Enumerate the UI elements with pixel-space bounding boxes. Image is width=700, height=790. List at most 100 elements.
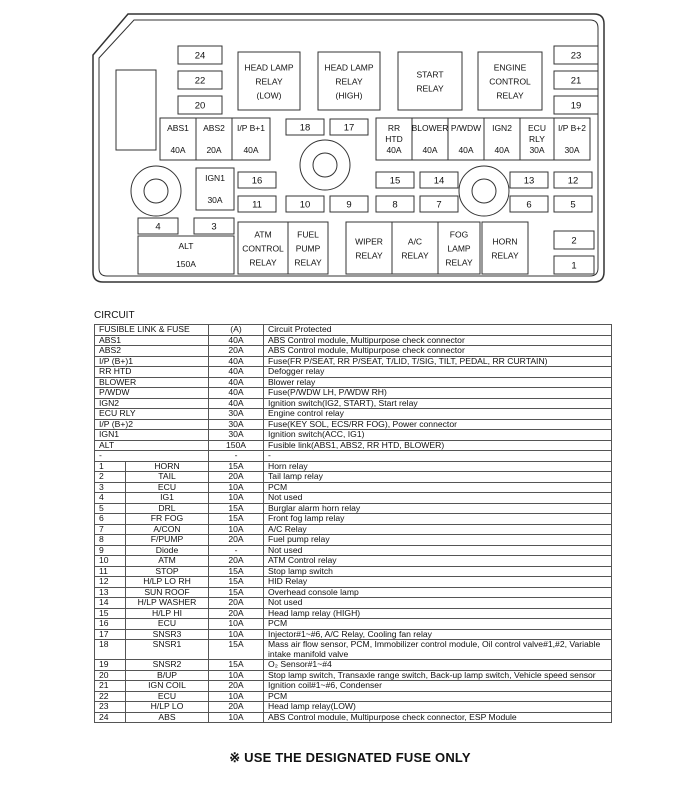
fuse-slot: 16: [237, 171, 277, 189]
circuit-cell: Stop lamp switch: [263, 565, 612, 577]
amp-cell: 15A: [208, 586, 264, 598]
fuse-number: 12: [568, 176, 579, 187]
fuse-number-cell: 12: [94, 576, 126, 588]
circuit-cell: Ignition switch(IG2, START), Start relay: [263, 397, 612, 409]
fuse-name-cell: SNSR3: [125, 628, 209, 640]
link-amp: 40A: [458, 145, 473, 155]
circuit-cell: Tail lamp relay: [263, 471, 612, 483]
relay-label: RELAY: [491, 251, 519, 261]
circuit-cell: Mass air flow sensor, PCM, Immobilizer c…: [263, 639, 612, 660]
link-amp: 20A: [206, 145, 221, 155]
fuse-slot: 2: [553, 230, 595, 250]
circuit-cell: Stop lamp switch, Transaxle range switch…: [263, 669, 612, 681]
circuit-cell: Ignition coil#1~#6, Condenser: [263, 680, 612, 692]
relay-label: (HIGH): [336, 91, 363, 101]
relay-label: RELAY: [401, 251, 429, 261]
fuse-name-cell: IGN COIL: [125, 680, 209, 692]
fuse-slot: 1: [553, 255, 595, 275]
circuit-cell: -: [263, 450, 612, 462]
fuse-number: 8: [392, 200, 397, 211]
amp-cell: 40A: [208, 376, 264, 388]
table-header-row: FUSIBLE LINK & FUSE (A) Circuit Protecte…: [94, 324, 612, 336]
relay-label: (LOW): [256, 91, 281, 101]
circuit-cell: Defogger relay: [263, 366, 612, 378]
link-amp: 30A: [564, 145, 579, 155]
fuse-number-cell: 3: [94, 481, 126, 493]
link-name: ALT: [179, 241, 194, 251]
relay-label: LAMP: [447, 244, 470, 254]
link-name: BLOWER: [412, 123, 449, 133]
amp-cell: 40A: [208, 355, 264, 367]
amp-cell: 15A: [208, 513, 264, 525]
fuse-slot: 6: [509, 195, 549, 213]
fuse-slot: 8: [375, 195, 415, 213]
header-amp: (A): [208, 324, 264, 336]
fuse-name-cell: ECU: [125, 618, 209, 630]
fuse-slot: 17: [329, 118, 369, 136]
link-name-cell: IGN2: [94, 397, 209, 409]
fuse-name-cell: SUN ROOF: [125, 586, 209, 598]
fuse-slot: 19: [553, 95, 599, 115]
link-name-cell: IGN1: [94, 429, 209, 441]
fuse-number: 2: [571, 236, 576, 247]
relay: HEAD LAMP RELAY (LOW): [237, 51, 301, 111]
fuse-slot: 4: [137, 217, 179, 235]
link-name-cell: ABS1: [94, 334, 209, 346]
fuse-name-cell: SNSR1: [125, 639, 209, 660]
fuse-number-cell: 5: [94, 502, 126, 514]
amp-cell: 10A: [208, 481, 264, 493]
fuse-name-cell: ECU: [125, 481, 209, 493]
link-name: RLY: [529, 134, 545, 144]
fuse-number-cell: 11: [94, 565, 126, 577]
amp-cell: 15A: [208, 639, 264, 660]
relay-label: HEAD LAMP: [324, 63, 373, 73]
amp-cell: 20A: [208, 534, 264, 546]
link-amp: 40A: [422, 145, 437, 155]
fuse-slot: 20: [177, 95, 223, 115]
amp-cell: 20A: [208, 471, 264, 483]
link-name-cell: I/P (B+)2: [94, 418, 209, 430]
link-amp: 30A: [207, 195, 222, 205]
mount-bolt: [458, 165, 510, 217]
fuse-name-cell: ABS: [125, 711, 209, 723]
fuse-number: 21: [571, 76, 582, 87]
amp-cell: 20A: [208, 597, 264, 609]
relay-label: RELAY: [355, 251, 383, 261]
fuse-name-cell: DRL: [125, 502, 209, 514]
circuit-cell: Burglar alarm horn relay: [263, 502, 612, 514]
circuit-cell: Not used: [263, 492, 612, 504]
left-block: [115, 69, 157, 151]
fuse-slot: 10: [285, 195, 325, 213]
link-name-cell: BLOWER: [94, 376, 209, 388]
fuse-number-cell: 19: [94, 659, 126, 671]
circuit-cell: Head lamp relay (HIGH): [263, 607, 612, 619]
relay-label: RELAY: [255, 77, 283, 87]
amp-cell: 15A: [208, 502, 264, 514]
fuse-slot: 22: [177, 70, 223, 90]
fuse-number-cell: 23: [94, 701, 126, 713]
circuit-cell: ABS Control module, Multipurpose check c…: [263, 334, 612, 346]
relay-label: RELAY: [249, 258, 277, 268]
fuse-slot: 24: [177, 45, 223, 65]
fuse-number: 3: [211, 222, 216, 233]
relay-label: HEAD LAMP: [244, 63, 293, 73]
